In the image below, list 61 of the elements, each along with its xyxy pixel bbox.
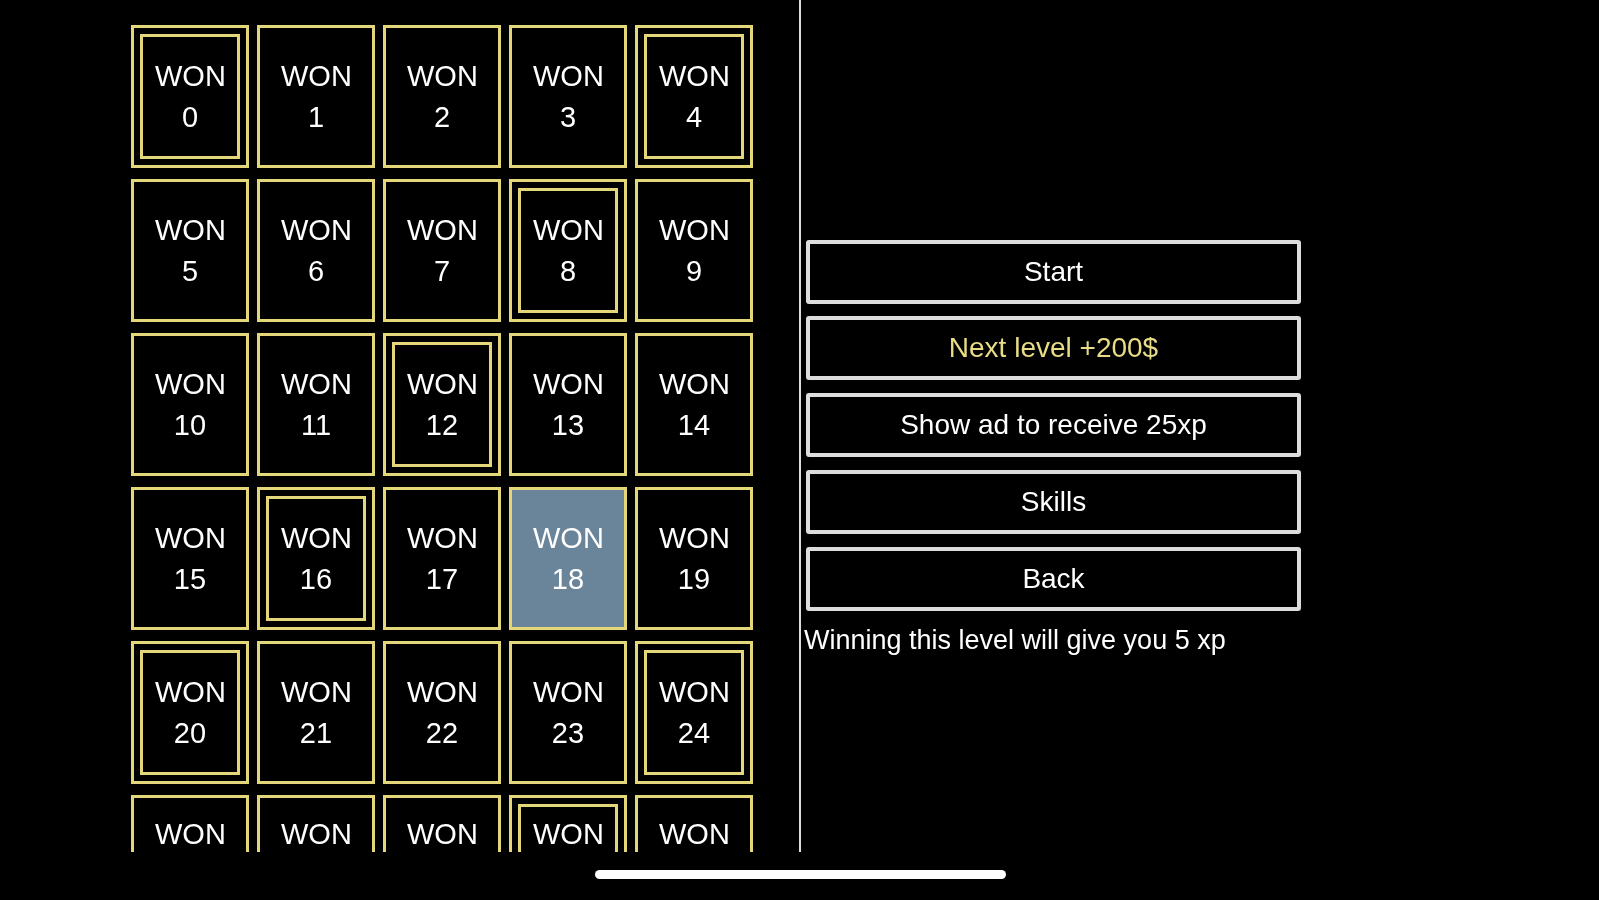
- level-tile: [131, 333, 249, 476]
- level-tile: [257, 179, 375, 322]
- level-label: WON 13: [533, 366, 603, 443]
- level-label: WON: [533, 817, 603, 852]
- level-label: WON 4: [659, 58, 729, 135]
- level-label: WON 19: [659, 520, 729, 597]
- menu-button: Next level +200$: [806, 316, 1301, 380]
- level-label: WON 20: [155, 674, 225, 751]
- level-tile: [131, 641, 249, 784]
- level-tile: [509, 179, 627, 322]
- level-label: WON 1: [281, 58, 351, 135]
- level-tile: [635, 333, 753, 476]
- level-label: WON 17: [407, 520, 477, 597]
- level-label: WON 18: [533, 520, 603, 597]
- level-tile: [131, 25, 249, 168]
- level-tile: [131, 179, 249, 322]
- level-tile: [509, 333, 627, 476]
- level-tile: [509, 641, 627, 784]
- level-tile: [635, 487, 753, 630]
- level-label: WON 15: [155, 520, 225, 597]
- level-tile: [257, 487, 375, 630]
- level-label: WON: [407, 817, 477, 852]
- level-label: WON 10: [155, 366, 225, 443]
- level-label: WON 7: [407, 212, 477, 289]
- level-tile: [383, 179, 501, 322]
- level-tile: [383, 641, 501, 784]
- level-tile: [635, 641, 753, 784]
- menu-button: Start: [806, 240, 1301, 304]
- level-label: WON: [659, 817, 729, 852]
- level-tile: [635, 179, 753, 322]
- level-label: WON 12: [407, 366, 477, 443]
- level-label: WON 5: [155, 212, 225, 289]
- level-label: WON 2: [407, 58, 477, 135]
- level-label: WON: [281, 817, 351, 852]
- level-label: WON 16: [281, 520, 351, 597]
- level-label: WON 9: [659, 212, 729, 289]
- level-tile: [131, 487, 249, 630]
- level-label: WON 22: [407, 674, 477, 751]
- level-label: WON 8: [533, 212, 603, 289]
- level-tile: [257, 25, 375, 168]
- level-tile: [257, 641, 375, 784]
- level-tile: [509, 487, 627, 630]
- level-tile: [383, 25, 501, 168]
- menu-button: Skills: [806, 470, 1301, 534]
- menu-button: Show ad to receive 25xp: [806, 393, 1301, 457]
- level-label: WON 6: [281, 212, 351, 289]
- level-tile: [383, 333, 501, 476]
- level-label: WON 11: [281, 366, 351, 443]
- level-label: WON 21: [281, 674, 351, 751]
- level-label: WON 0: [155, 58, 225, 135]
- level-tile: [509, 25, 627, 168]
- level-tile: [383, 487, 501, 630]
- level-tile: [257, 333, 375, 476]
- level-label: WON 24: [659, 674, 729, 751]
- level-tile: [635, 25, 753, 168]
- level-label: WON 3: [533, 58, 603, 135]
- level-label: WON 23: [533, 674, 603, 751]
- level-label: WON 14: [659, 366, 729, 443]
- menu-button: Back: [806, 547, 1301, 611]
- level-label: WON: [155, 817, 225, 852]
- info-text: Winning this level will give you 5 xp: [804, 625, 1226, 656]
